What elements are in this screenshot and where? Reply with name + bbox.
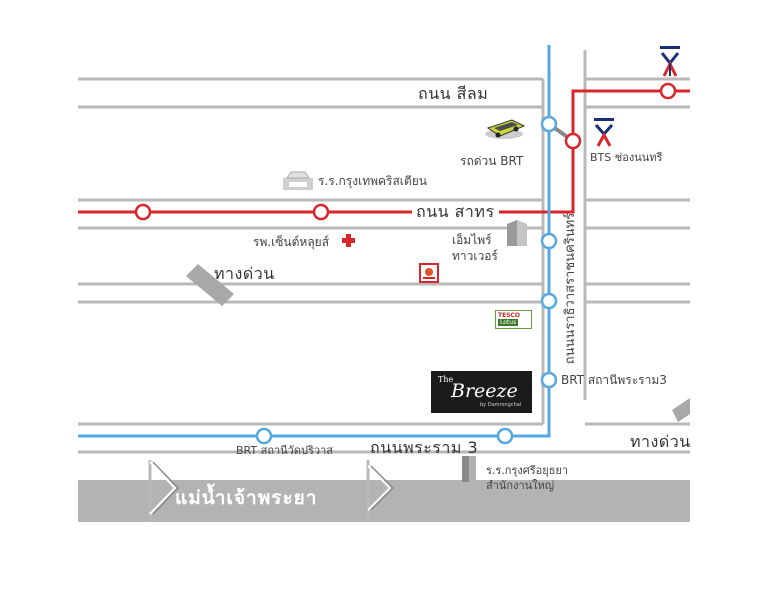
school-label-2: สำนักงานใหญ่ <box>486 479 555 492</box>
road-label-narathiwat: ถนนนราธิวาสราชนครินทร์ <box>563 212 579 365</box>
brt-station-marker <box>540 232 558 250</box>
brt-stations <box>255 115 558 445</box>
christian-school-label: ร.ร.กรุงเทพคริสเตียน <box>318 174 427 188</box>
bts-chong-nonsi-label: BTS ช่องนนทรี <box>590 151 663 164</box>
expressway-label-right: ทางด่วน <box>630 432 691 451</box>
tesco-line1: TESCO <box>498 312 521 319</box>
empire-tower-icon <box>507 220 527 246</box>
bts-station-marker <box>564 132 582 150</box>
school-icon <box>283 171 313 190</box>
road-label-rama3: ถนนพระราม 3 <box>370 438 479 457</box>
hotel-sign-icon <box>419 263 439 283</box>
brt-station-marker <box>540 371 558 389</box>
brt-station-marker <box>540 115 558 133</box>
bts-station-marker <box>134 203 152 221</box>
hotel-sub: by Damrongchai <box>480 402 522 408</box>
empire-tower-label-2: ทาวเวอร์ <box>452 249 498 263</box>
bts-logo-icon <box>594 118 614 147</box>
hotel-marker: The Breeze by Damrongchai <box>431 371 532 413</box>
brt-bus-label: รถด่วน BRT <box>460 154 524 168</box>
river <box>78 480 690 522</box>
expressway-ramps <box>186 264 690 422</box>
road-label-sathorn: ถนน สาทร <box>412 204 499 220</box>
tesco-line2: Lotus <box>498 319 519 326</box>
brt-wat-dan-label: BRT สถานีวัดปริวาส <box>236 444 333 457</box>
hotel-name: Breeze <box>451 380 518 402</box>
bts-station-marker <box>659 82 677 100</box>
hospital-cross-icon <box>342 234 355 247</box>
brt-line <box>78 45 551 438</box>
bts-station-marker <box>312 203 330 221</box>
expressway-label-left: ทางด่วน <box>214 264 275 283</box>
river-arrows <box>149 461 392 515</box>
school-label-1: ร.ร.กรุงศรีอยุธยา <box>486 464 569 477</box>
road-grid <box>78 50 690 522</box>
st-louis-hospital-label: รพ.เซ็นต์หลุยส์ <box>253 235 330 249</box>
empire-tower-label-1: เอ็มไพร์ <box>452 233 492 247</box>
brt-station-marker <box>255 427 273 445</box>
bts-stations <box>134 82 677 221</box>
road-label-silom: ถนน สีลม <box>418 84 489 103</box>
brt-bus-icon <box>485 119 526 139</box>
river-label: แม่น้ำเจ้าพระยา <box>175 487 318 509</box>
tesco-lotus-logo: TESCO Lotus <box>495 310 532 329</box>
bts-logo-icon <box>660 46 680 77</box>
school-building-icon <box>462 456 476 482</box>
hotel-top: The <box>438 375 454 384</box>
bts-line <box>78 89 690 214</box>
brt-station-marker <box>496 427 514 445</box>
brt-rama3-label: BRT สถานีพระราม3 <box>561 373 667 387</box>
brt-station-marker <box>540 292 558 310</box>
